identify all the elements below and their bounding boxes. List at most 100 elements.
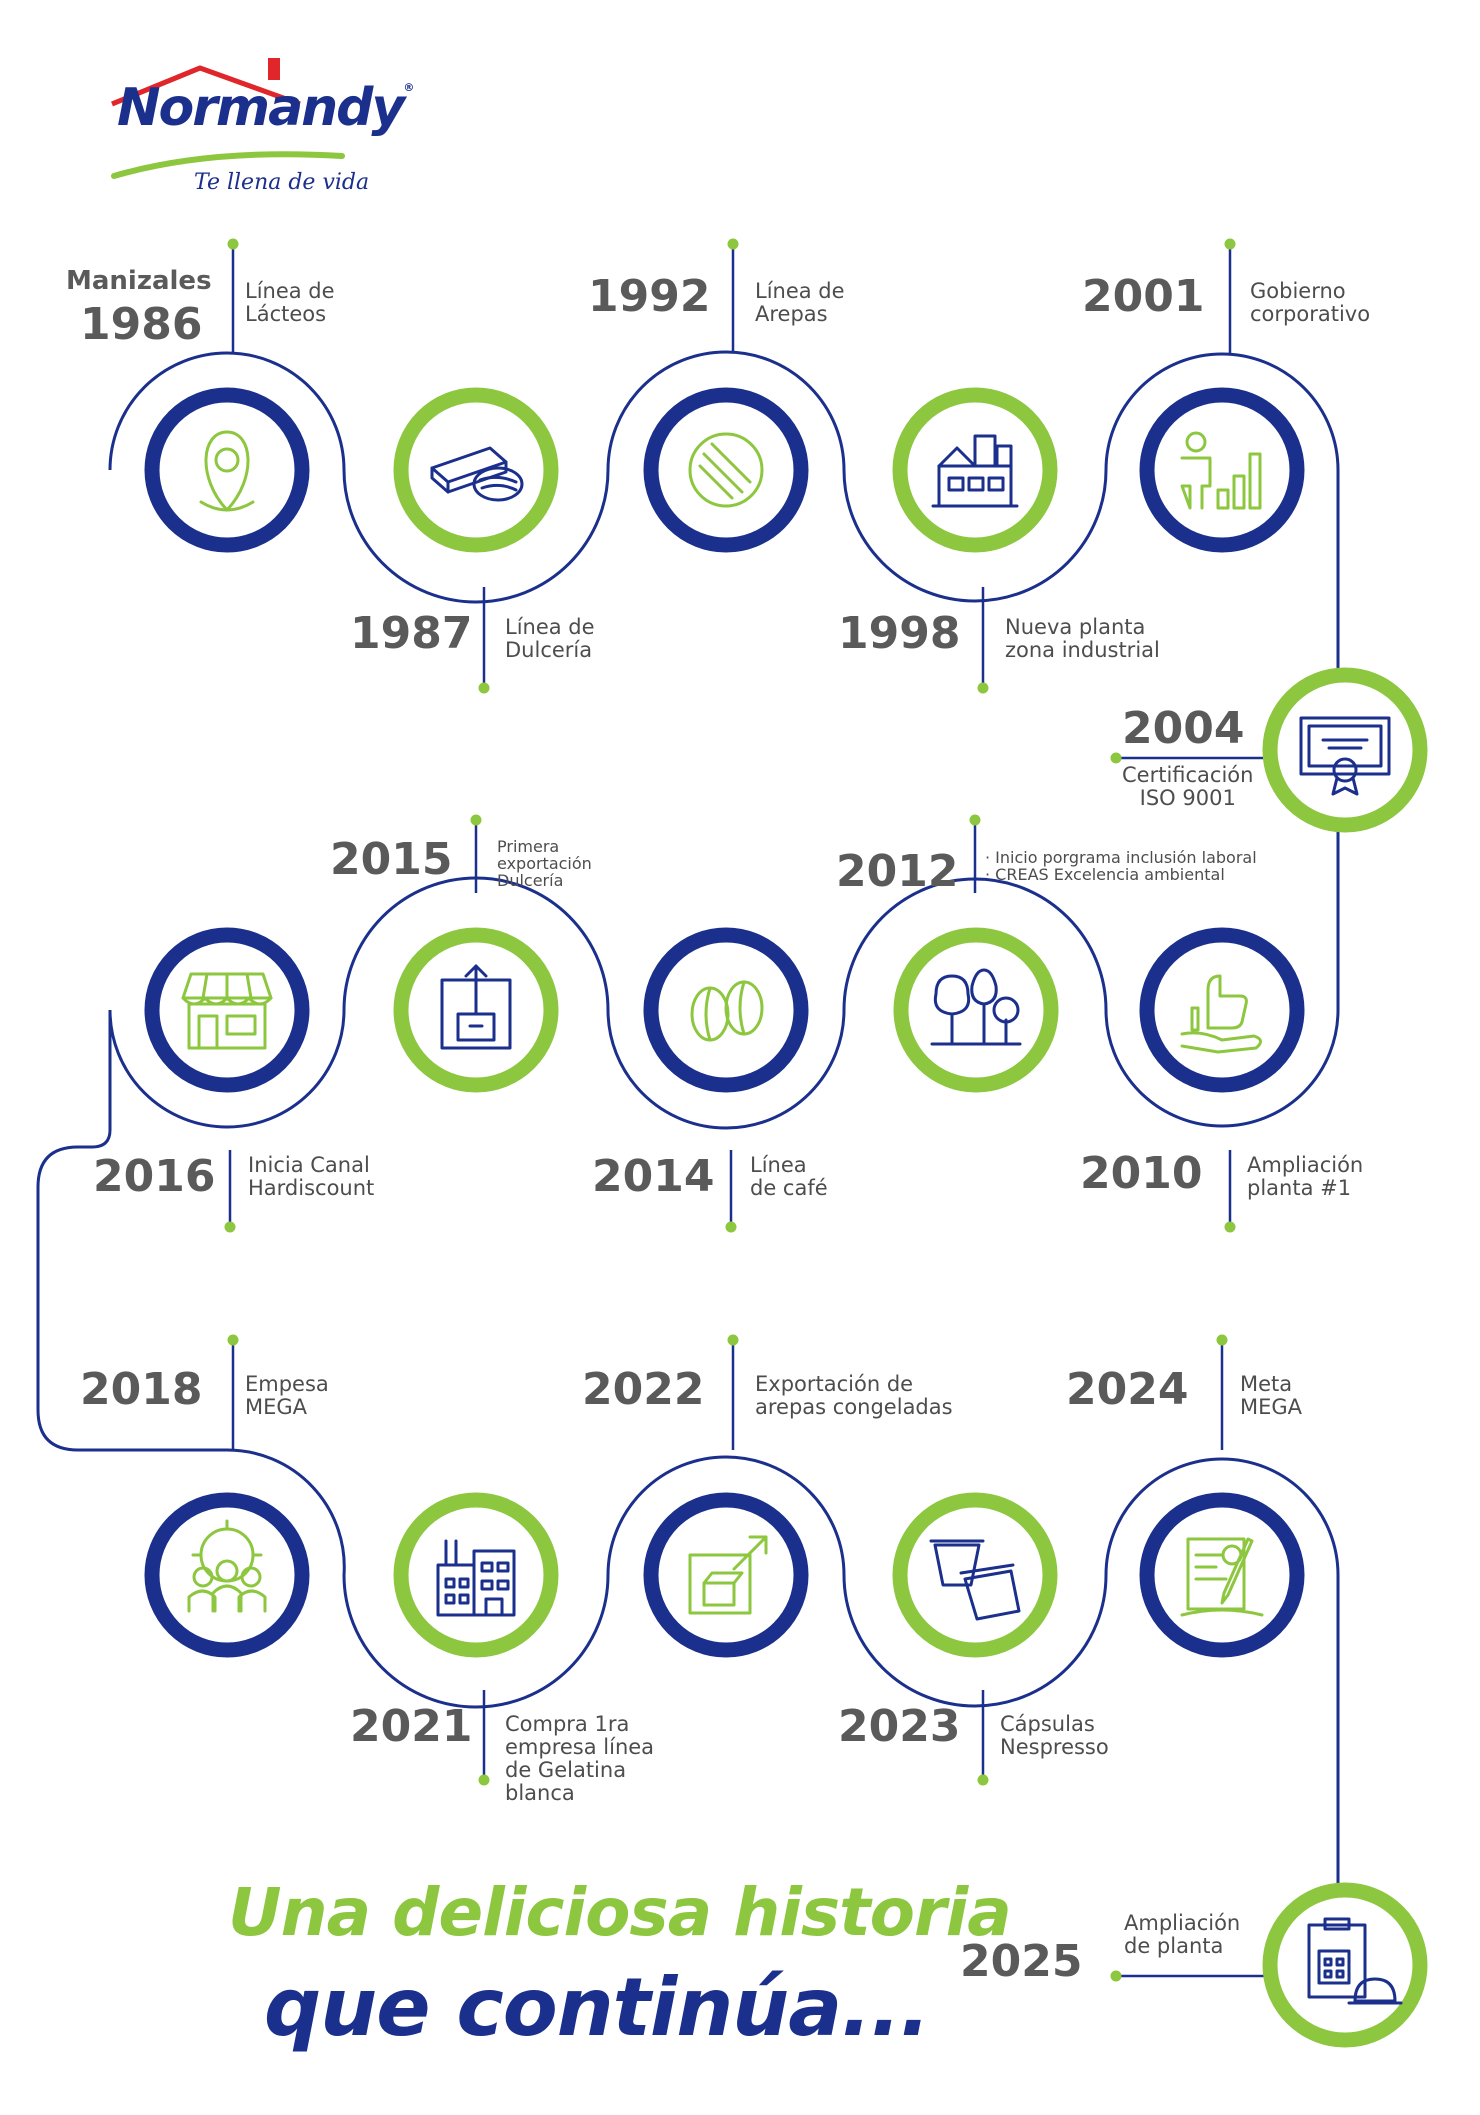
year-2015: 2015 xyxy=(330,834,453,885)
brand-name: Normandy xyxy=(117,78,405,138)
milestone-ring-2021 xyxy=(393,1492,559,1658)
event-line: corporativo xyxy=(1250,302,1371,326)
milestone-ring-1987 xyxy=(393,387,559,553)
year-2012: 2012 xyxy=(836,846,959,897)
event-line: exportación xyxy=(497,854,592,873)
event-line: MEGA xyxy=(245,1395,308,1419)
event-line: blanca xyxy=(505,1781,575,1805)
candy-bar-icon xyxy=(430,446,524,502)
event-line: Cápsulas xyxy=(1000,1712,1095,1736)
closing-line-1: Una deliciosa historia xyxy=(228,1874,1012,1951)
factory-building-icon xyxy=(436,1539,516,1617)
closing-line-2: que continúa... xyxy=(264,1961,930,2054)
year-1998: 1998 xyxy=(838,608,961,659)
event-line: Gobierno xyxy=(1250,279,1346,303)
event-line: Ampliación xyxy=(1247,1153,1364,1177)
year-1987: 1987 xyxy=(350,608,473,659)
event-line: Certificación xyxy=(1122,763,1254,787)
milestone-ring-2024 xyxy=(1139,1492,1305,1658)
milestone-ring-2001 xyxy=(1139,387,1305,553)
event-line: Primera xyxy=(497,837,560,856)
year-1992: 1992 xyxy=(588,271,711,322)
arepa-icon xyxy=(688,432,764,508)
brand-tagline: Te llena de vida xyxy=(194,170,370,195)
event-line: planta #1 xyxy=(1247,1176,1352,1200)
event-line: Compra 1ra xyxy=(505,1712,630,1736)
event-line: Nueva planta xyxy=(1005,615,1146,639)
year-1986: 1986 xyxy=(80,299,203,350)
event-bullet: CREAS Excelencia ambiental xyxy=(985,866,1257,883)
year-2004: 2004 xyxy=(1122,703,1245,754)
event-line: Línea de xyxy=(505,615,595,639)
milestone-ring-2004 xyxy=(1262,667,1428,833)
team-gear-icon xyxy=(187,1519,267,1613)
event-line: zona industrial xyxy=(1005,638,1160,662)
plant-expansion-icon xyxy=(1307,1917,1403,2005)
event-line: empresa línea xyxy=(505,1735,655,1759)
event-line: Línea xyxy=(750,1153,807,1177)
year-2001: 2001 xyxy=(1082,271,1205,322)
thumbs-up-hand-icon xyxy=(1180,974,1262,1054)
person-growth-chart-icon xyxy=(1180,431,1262,510)
year-2014: 2014 xyxy=(592,1151,715,1202)
logo-roof-icon xyxy=(111,58,345,179)
timeline-track xyxy=(36,350,1340,1895)
event-bullet: Inicio porgrama inclusión laboral xyxy=(985,849,1256,866)
milestone-ring-2016 xyxy=(144,927,310,1093)
event-line: Dulcería xyxy=(497,871,564,890)
milestone-rings xyxy=(144,387,1428,2048)
event-line: Ampliación xyxy=(1124,1911,1241,1935)
event-line: de Gelatina xyxy=(505,1758,627,1782)
registered-mark: ® xyxy=(403,81,414,94)
event-line: Empesa xyxy=(245,1372,329,1396)
year-2023: 2023 xyxy=(838,1701,961,1752)
brand-logo: Normandy® xyxy=(117,81,414,134)
milestone-ring-2018 xyxy=(144,1492,310,1658)
event-line: de planta xyxy=(1124,1934,1224,1958)
event-line: MEGA xyxy=(1240,1395,1303,1419)
event-line: Nespresso xyxy=(1000,1735,1109,1759)
factory-icon xyxy=(931,434,1019,508)
milestone-ring-2014 xyxy=(643,927,809,1093)
event-line: Hardiscount xyxy=(248,1176,375,1200)
milestone-ring-1992 xyxy=(643,387,809,553)
location-pin-icon xyxy=(199,430,255,512)
year-2022: 2022 xyxy=(582,1364,705,1415)
milestone-ring-1986 xyxy=(144,387,310,553)
event-line: Línea de xyxy=(755,279,845,303)
milestone-ring-1998 xyxy=(892,387,1058,553)
city-label: Manizales xyxy=(66,266,212,296)
event-line: Dulcería xyxy=(505,638,593,662)
event-line: ISO 9001 xyxy=(1139,786,1236,810)
year-2016: 2016 xyxy=(93,1151,216,1202)
year-2018: 2018 xyxy=(80,1364,203,1415)
event-line: Arepas xyxy=(755,302,828,326)
timeline-stems xyxy=(224,238,1265,1982)
milestone-ring-2025 xyxy=(1262,1882,1428,2048)
milestone-ring-2022 xyxy=(643,1492,809,1658)
export-box-icon xyxy=(440,964,512,1050)
year-2025: 2025 xyxy=(960,1936,1083,1987)
export-growth-icon xyxy=(688,1535,768,1615)
event-line: Línea de xyxy=(245,279,335,303)
trees-icon xyxy=(930,968,1022,1046)
milestone-ring-2015 xyxy=(393,927,559,1093)
event-line: arepas congeladas xyxy=(755,1395,953,1419)
storefront-icon xyxy=(181,972,273,1050)
year-2024: 2024 xyxy=(1066,1364,1189,1415)
year-2010: 2010 xyxy=(1080,1148,1203,1199)
coffee-capsules-icon xyxy=(929,1539,1021,1621)
